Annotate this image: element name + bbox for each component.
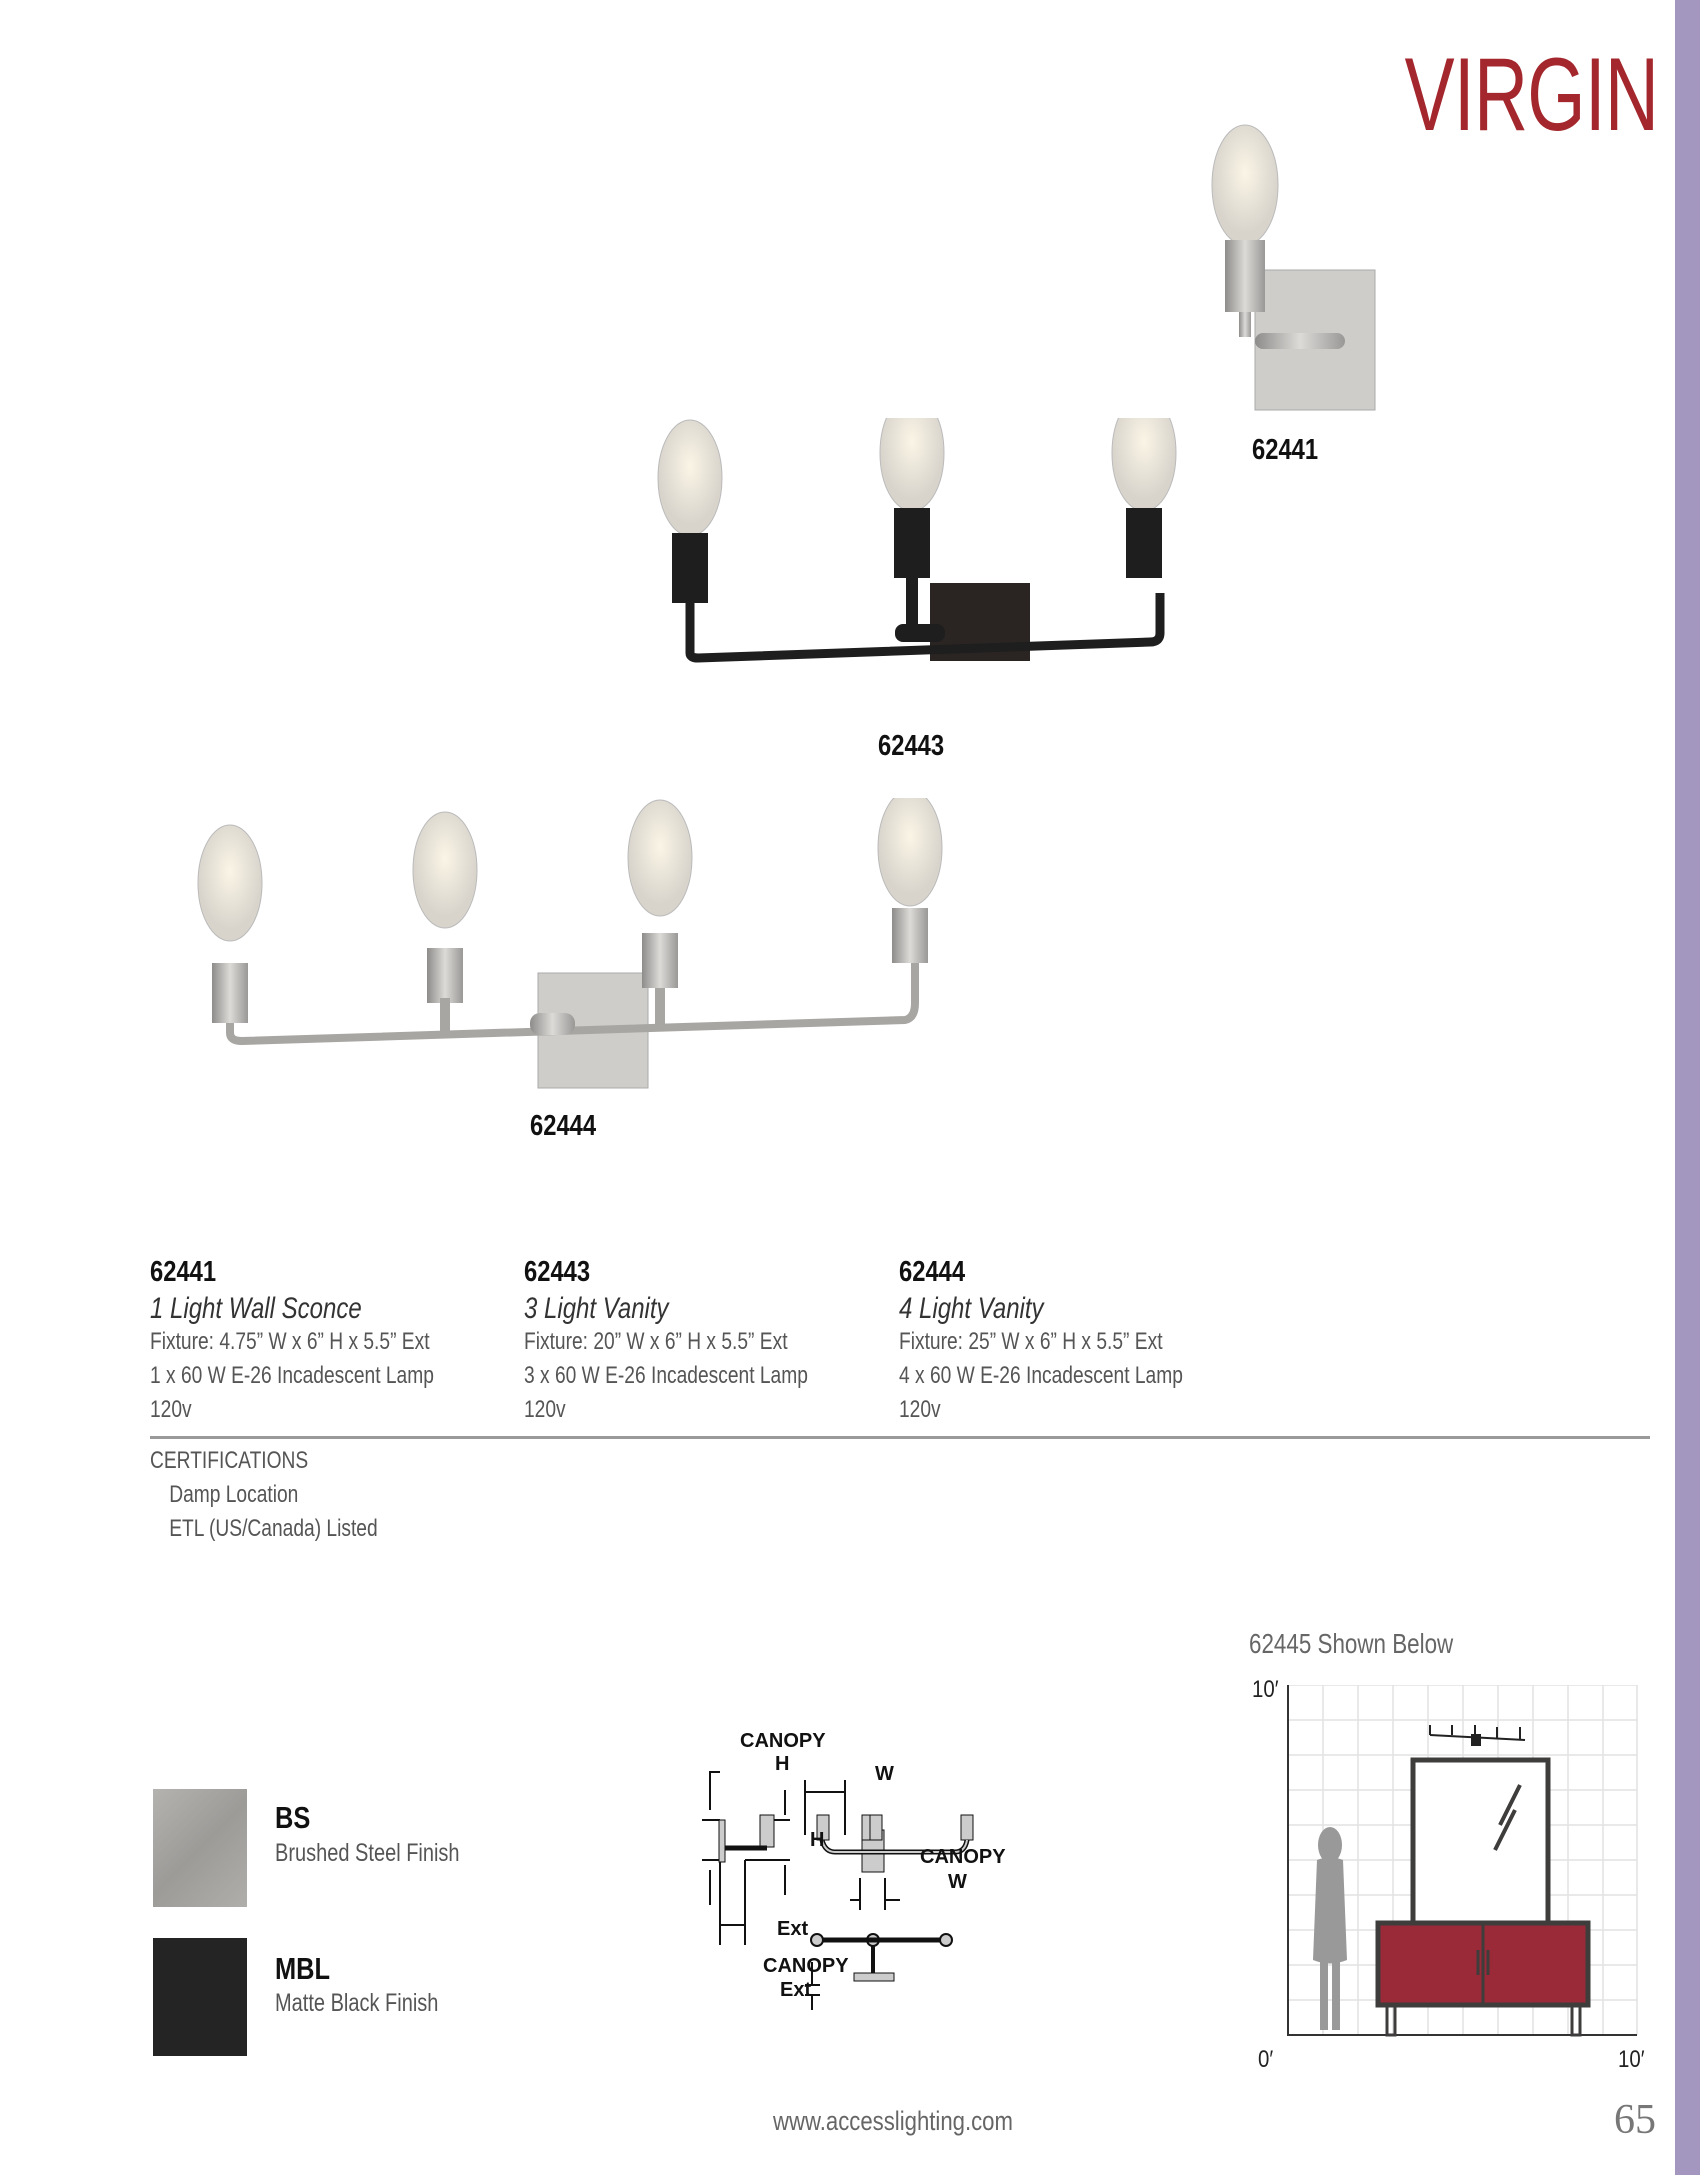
certification-item: Damp Location xyxy=(169,1481,299,1508)
w-label: W xyxy=(875,1763,894,1785)
spec-voltage: 120v xyxy=(899,1396,941,1423)
canopy-ext-label-ext: Ext xyxy=(780,1979,811,2001)
footer-url[interactable]: www.accesslighting.com xyxy=(773,2106,1013,2136)
finish-name: Matte Black Finish xyxy=(275,1989,439,2017)
product-image-62444 xyxy=(197,798,943,1089)
collection-title: VIRGIN xyxy=(1404,37,1658,153)
spec-fixture: Fixture: 25” W x 6” H x 5.5” Ext xyxy=(899,1328,1163,1355)
woman-silhouette xyxy=(1313,1827,1347,2030)
sidebar-accent xyxy=(1675,0,1700,2175)
spec-column-62441: 62441 1 Light Wall Sconce Fixture: 4.75”… xyxy=(150,1256,520,1430)
x-end-label: 10′ xyxy=(1618,2046,1645,2073)
spec-sku: 62444 xyxy=(899,1256,966,1288)
spec-sku: 62443 xyxy=(524,1256,591,1288)
finish-swatch-bs xyxy=(153,1789,247,1907)
product-image-62443 xyxy=(657,418,1177,663)
divider xyxy=(150,1436,1650,1439)
product-label-62443: 62443 xyxy=(878,730,945,762)
spec-fixture: Fixture: 20” W x 6” H x 5.5” Ext xyxy=(524,1328,788,1355)
finish-code: BS xyxy=(275,1800,311,1835)
finish-name: Brushed Steel Finish xyxy=(275,1839,460,1867)
product-label-62441: 62441 xyxy=(1252,434,1319,466)
product-label-62444: 62444 xyxy=(530,1110,597,1142)
spec-lamp: 1 x 60 W E-26 Incadescent Lamp xyxy=(150,1362,434,1389)
spec-voltage: 120v xyxy=(524,1396,566,1423)
product-image-62441 xyxy=(1211,124,1376,411)
canopy-w-label-w: W xyxy=(948,1871,967,1893)
spec-fixture: Fixture: 4.75” W x 6” H x 5.5” Ext xyxy=(150,1328,430,1355)
finish-swatch-mbl xyxy=(153,1938,247,2056)
spec-voltage: 120v xyxy=(150,1396,192,1423)
canopy-h-label: CANOPY xyxy=(740,1730,826,1752)
spec-column-62444: 62444 4 Light Vanity Fixture: 25” W x 6”… xyxy=(899,1256,1269,1430)
spec-column-62443: 62443 3 Light Vanity Fixture: 20” W x 6”… xyxy=(524,1256,894,1430)
spec-title: 4 Light Vanity xyxy=(899,1292,1044,1325)
spec-sku: 62441 xyxy=(150,1256,217,1288)
page-number: 65 xyxy=(1614,2097,1656,2143)
spec-title: 1 Light Wall Sconce xyxy=(150,1292,362,1325)
scale-chart xyxy=(1287,1685,1638,2037)
certifications-heading: CERTIFICATIONS xyxy=(150,1447,309,1474)
x-start-label: 0′ xyxy=(1258,2046,1274,2073)
certifications: CERTIFICATIONS Damp Location ETL (US/Can… xyxy=(150,1444,378,1546)
scale-chart-title: 62445 Shown Below xyxy=(1249,1628,1454,1659)
spec-lamp: 4 x 60 W E-26 Incadescent Lamp xyxy=(899,1362,1183,1389)
certification-item: ETL (US/Canada) Listed xyxy=(169,1515,378,1542)
canopy-h-label-h: H xyxy=(775,1753,789,1775)
canopy-ext-label: CANOPY xyxy=(763,1955,849,1977)
vanity-light-icon xyxy=(1429,1725,1526,1746)
h-label: H xyxy=(810,1829,824,1851)
finish-code: MBL xyxy=(275,1951,331,1986)
canopy-w-label: CANOPY xyxy=(920,1846,1006,1868)
spec-lamp: 3 x 60 W E-26 Incadescent Lamp xyxy=(524,1362,808,1389)
ext-label: Ext xyxy=(777,1918,808,1940)
y-top-label: 10′ xyxy=(1252,1676,1279,1703)
spec-title: 3 Light Vanity xyxy=(524,1292,669,1325)
dimension-diagram: CANOPY H H Ext W CANOPY W CANOPY Ext xyxy=(702,1730,1006,2010)
